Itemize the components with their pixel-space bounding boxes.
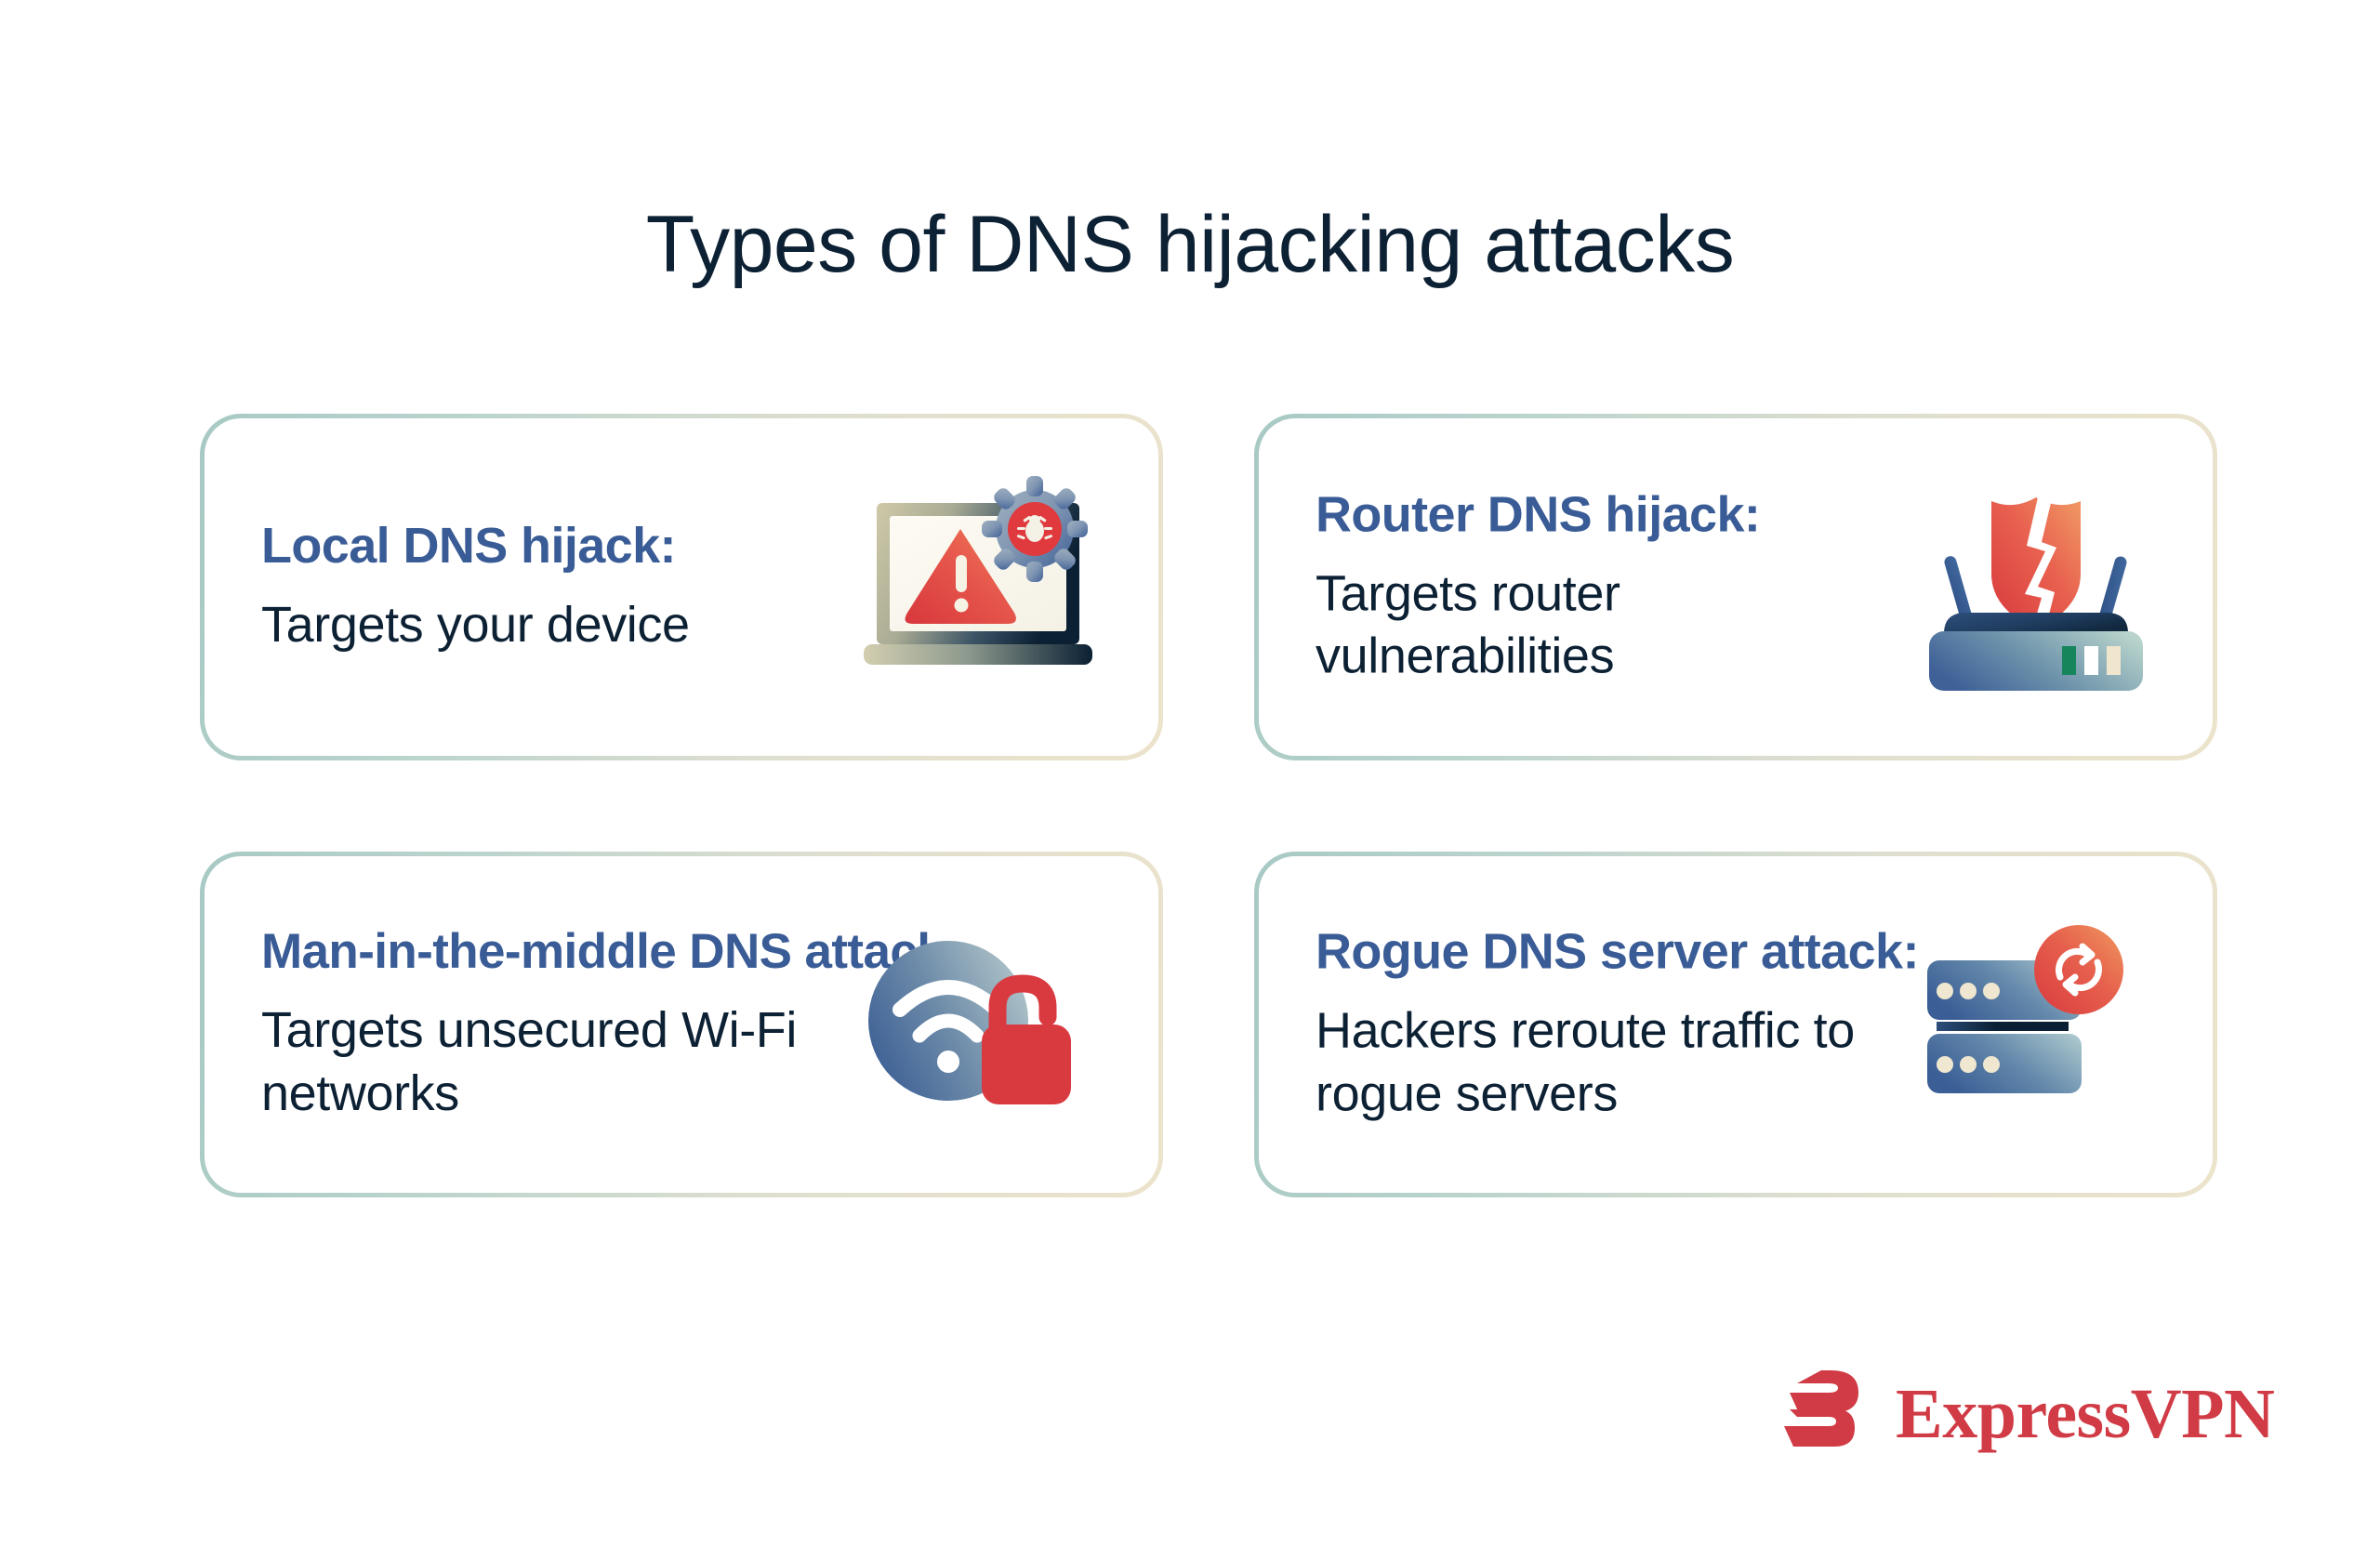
laptop-warning-bug-icon (852, 467, 1112, 708)
brand-logo: ExpressVPN (1780, 1368, 2275, 1459)
card-text-block: Local DNS hijack: Targets your device (261, 518, 856, 657)
card-text-block: Router DNS hijack: Targets router vulner… (1316, 486, 1911, 688)
card-router-dns-hijack: Router DNS hijack: Targets router vulner… (1254, 414, 2217, 760)
card-rogue-dns-server-attack: Rogue DNS server attack: Hackers reroute… (1254, 852, 2217, 1197)
card-local-dns-hijack: Local DNS hijack: Targets your device (200, 414, 1163, 760)
card-body: Targets your device (261, 596, 690, 653)
brand-name: ExpressVPN (1896, 1374, 2275, 1453)
card-heading: Local DNS hijack: (261, 517, 677, 574)
attack-types-grid: Local DNS hijack: Targets your device (200, 414, 2217, 1197)
card-man-in-the-middle-dns-attack: Man-in-the-middle DNS attack: Targets un… (200, 852, 1163, 1197)
card-heading: Router DNS hijack: (1316, 485, 1761, 542)
server-stack-refresh-icon (1906, 904, 2166, 1145)
card-heading: Rogue DNS server attack: (1316, 923, 1919, 980)
wifi-unlocked-padlock-icon (852, 904, 1112, 1145)
card-body: Targets unsecured Wi-Fi networks (261, 1002, 797, 1121)
page-title: Types of DNS hijacking attacks (645, 199, 1735, 289)
card-text-block: Rogue DNS server attack: Hackers reroute… (1316, 923, 1919, 1125)
card-body: Hackers reroute traffic to rogue servers (1316, 1002, 1855, 1122)
expressvpn-e-logo-icon (1780, 1368, 1873, 1459)
card-heading: Man-in-the-middle DNS attack: (261, 923, 960, 979)
card-body: Targets router vulnerabilities (1316, 565, 1620, 684)
router-broken-shield-icon (1906, 467, 2166, 708)
card-text-block: Man-in-the-middle DNS attack: Targets un… (261, 923, 960, 1125)
